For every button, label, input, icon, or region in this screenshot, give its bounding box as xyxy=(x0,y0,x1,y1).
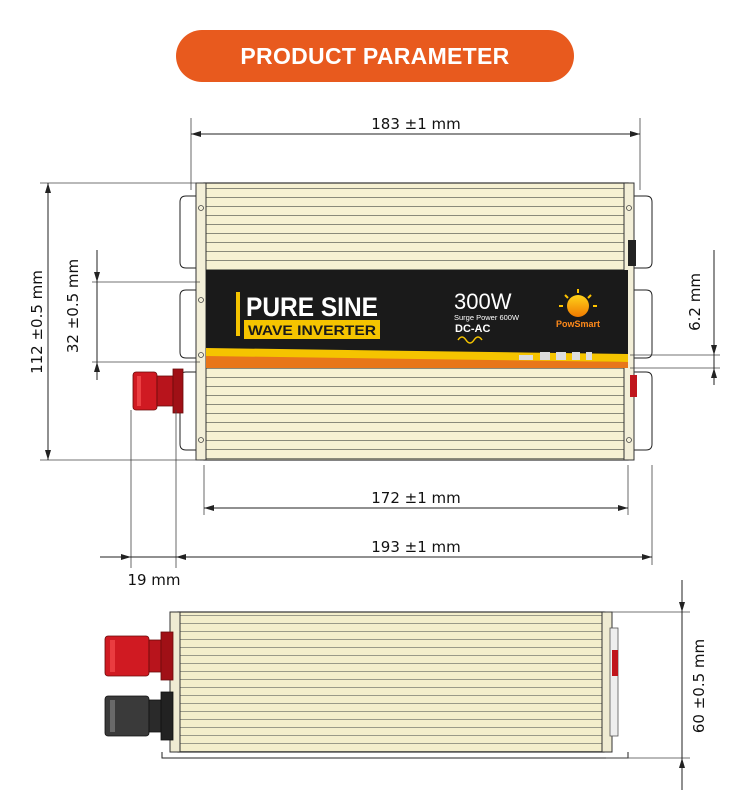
dimension-lines-side: 60 ±0.5 mm xyxy=(606,580,708,790)
dim-height: 112 ±0.5 mm xyxy=(28,270,46,374)
dim-edge-gap: 6.2 mm xyxy=(686,273,704,331)
label-brand: PowSmart xyxy=(556,319,600,329)
sine-wave-icon xyxy=(457,336,483,344)
label-mode: DC-AC xyxy=(455,323,490,335)
dim-body-length: 172 ±1 mm xyxy=(371,489,461,507)
mount-bracket-left xyxy=(179,195,204,269)
mount-bracket-right xyxy=(626,195,653,269)
label-line1: PURE SINE xyxy=(246,292,378,322)
red-terminal-side xyxy=(104,631,174,681)
dimension-lines-top: 183 ±1 mm 112 ±0.5 mm 32 ±0.5 mm 6.2 mm … xyxy=(28,115,720,589)
side-view xyxy=(104,611,629,759)
inverter-body-side xyxy=(177,611,605,753)
power-switch xyxy=(628,240,636,266)
dim-total-length: 193 ±1 mm xyxy=(371,538,461,556)
label-line2: WAVE INVERTER xyxy=(248,322,376,338)
device-icons-row xyxy=(519,352,592,360)
red-terminal-top xyxy=(132,368,184,414)
label-surge: Surge Power 600W xyxy=(454,313,520,322)
sun-logo-icon xyxy=(559,289,597,317)
label-power: 300W xyxy=(454,289,512,314)
dim-label-height: 32 ±0.5 mm xyxy=(64,259,82,353)
top-view: PURE SINE WAVE INVERTER 300W Surge Power… xyxy=(132,182,653,461)
black-terminal-side xyxy=(104,691,174,741)
dim-terminal-offset: 19 mm xyxy=(127,571,180,589)
page-title: PRODUCT PARAMETER xyxy=(176,30,574,82)
dim-side-height: 60 ±0.5 mm xyxy=(690,639,708,733)
dim-top-width: 183 ±1 mm xyxy=(371,115,461,133)
